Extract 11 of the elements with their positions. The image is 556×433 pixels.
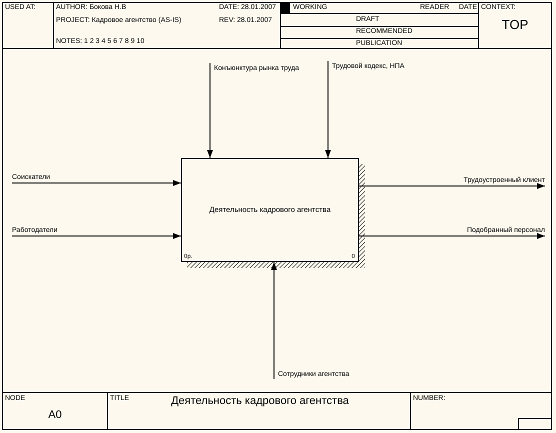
arrow — [325, 60, 331, 158]
arrow — [12, 233, 182, 239]
arrow — [207, 62, 213, 158]
title-text: Деятельность кадрового агентства — [170, 396, 350, 407]
title-text: A0 — [47, 410, 63, 421]
title-text: TOP — [500, 18, 530, 31]
arrow — [358, 183, 546, 189]
arrow — [271, 262, 277, 380]
arrow — [12, 180, 182, 186]
arrow — [358, 233, 546, 239]
activity-box — [181, 158, 359, 262]
